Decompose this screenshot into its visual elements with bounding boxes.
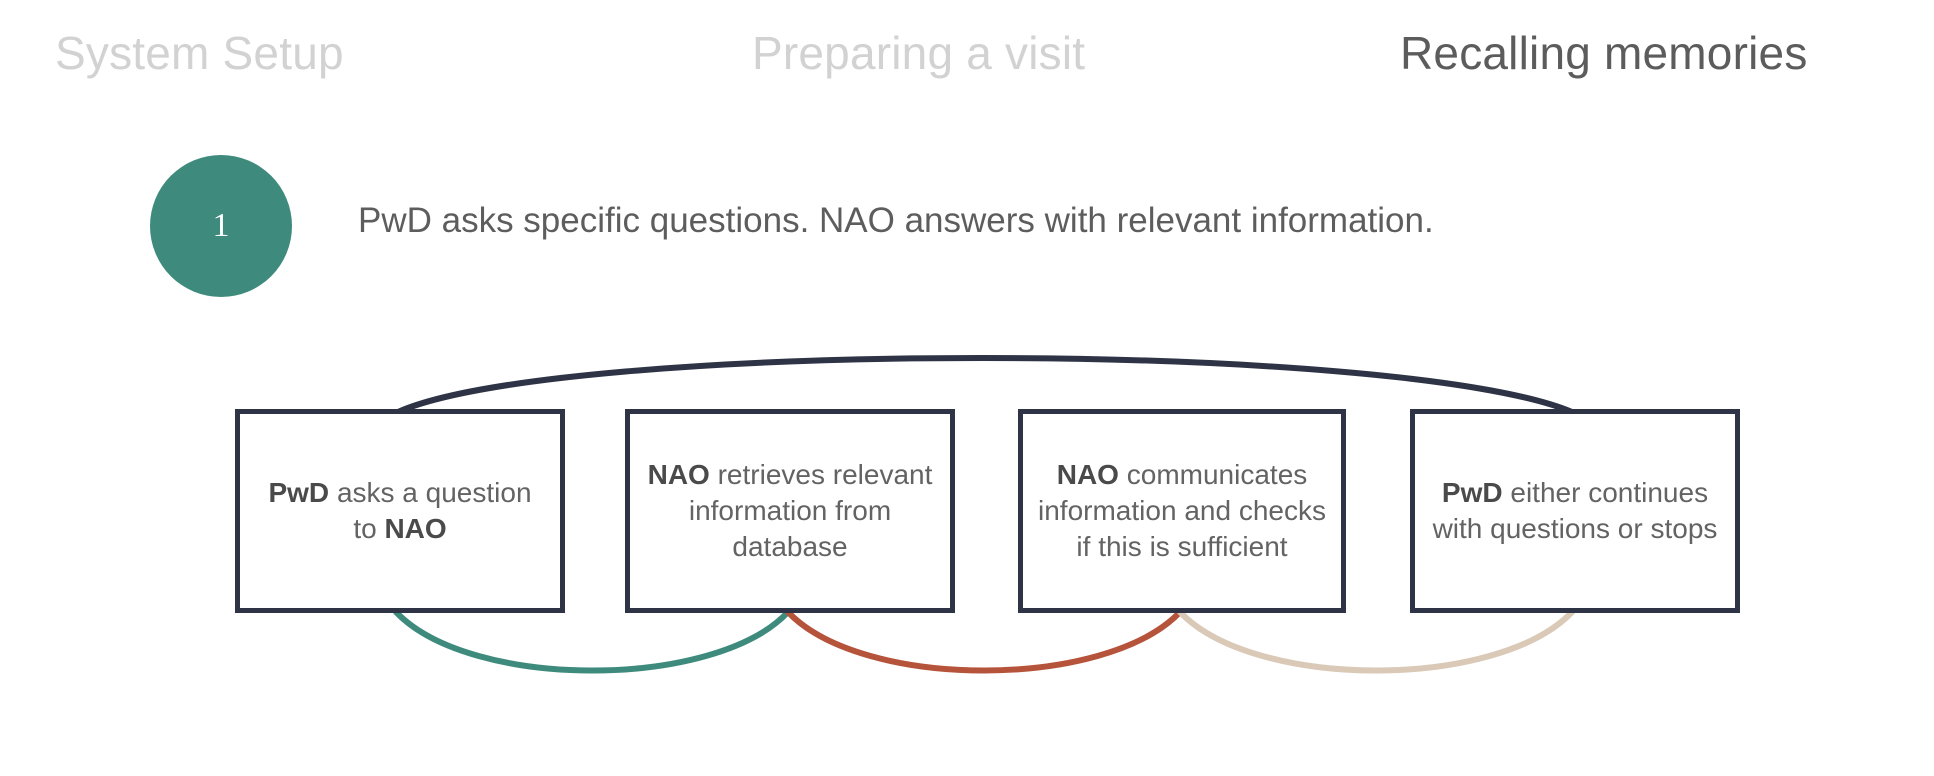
flow-box-text: NAO communicates information and checks … [1038,459,1326,562]
step-description: PwD asks specific questions. NAO answers… [358,201,1434,240]
flow-box-text: NAO retrieves relevant information from … [647,459,933,562]
step-number-label: 1 [212,207,230,244]
flow-box-nao-retrieves-information[interactable]: NAO retrieves relevant information from … [625,409,955,613]
step-row: 1 PwD asks specific questions. NAO answe… [0,0,1934,320]
step-number-badge: 1 [150,155,292,297]
flow-box-pwd-continues-or-stops[interactable]: PwD either continues with questions or s… [1410,409,1740,613]
flow-box-text: PwD asks a question to NAO [268,477,532,544]
flow-box-text: PwD either continues with questions or s… [1432,477,1718,544]
phase-tab-recalling-memories[interactable]: Recalling memories [1400,27,1808,79]
phase-tab-preparing-a-visit[interactable]: Preparing a visit [752,27,1086,79]
connector-curve-3 [1177,609,1575,674]
flow-box-nao-communicates-information[interactable]: NAO communicates information and checks … [1018,409,1346,613]
phase-nav: System Setup Preparing a visit Recalling… [0,0,1934,110]
phase-tab-system-setup[interactable]: System Setup [55,27,344,79]
connector-curve-2 [785,609,1183,674]
loop-arc-top [395,355,1575,415]
connector-curve-1 [393,609,791,674]
flow-box-pwd-asks-question[interactable]: PwD asks a question to NAO [235,409,565,613]
